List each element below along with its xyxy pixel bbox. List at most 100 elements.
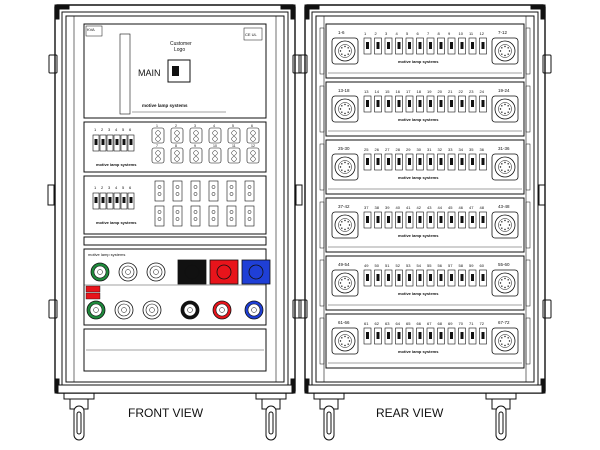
outlet-number: 1 [156, 124, 158, 128]
channel-number: 66 [417, 321, 422, 326]
connector-pin [97, 269, 103, 275]
outlet-number: 8 [175, 144, 177, 148]
outlet-socket [155, 156, 161, 162]
powerlock-connector-black[interactable] [177, 259, 207, 285]
socket-module[interactable] [226, 205, 237, 227]
channel-number: 18 [417, 89, 422, 94]
connector-range-label: 25-30 [338, 146, 350, 151]
rack-ear [319, 27, 325, 75]
socket-module[interactable] [208, 180, 219, 202]
breaker-toggle [397, 216, 401, 223]
socket-module[interactable] [244, 180, 255, 202]
rear-brand-text: motive lamp systems [398, 349, 439, 354]
socapex-connector-right[interactable] [491, 327, 519, 355]
channel-number: 69 [448, 321, 453, 326]
connector-pin [344, 335, 346, 338]
breaker-toggle [129, 197, 133, 203]
socket-module[interactable] [172, 205, 183, 227]
rear-panel [325, 139, 525, 195]
rear-panel [325, 23, 525, 79]
connector-pin [344, 228, 346, 231]
socket-module[interactable] [190, 180, 201, 202]
connector-pin [347, 169, 349, 171]
socapex-connector-right[interactable] [491, 269, 519, 297]
breaker-toggle [439, 216, 443, 223]
breaker-toggle [108, 139, 112, 145]
channel-number: 16 [396, 89, 401, 94]
connector-pin [187, 307, 193, 313]
channel-number: 29 [406, 147, 411, 152]
breaker-toggle [408, 158, 411, 165]
breaker-toggle [450, 100, 453, 107]
socapex-connector-right[interactable] [491, 153, 519, 181]
connector-face [494, 214, 516, 236]
breaker-toggle [481, 332, 485, 339]
outlet-number: 3 [194, 124, 196, 128]
circuit-number-label: 6 [129, 127, 132, 132]
connector-pin [341, 169, 343, 171]
outlet-socket [174, 156, 180, 162]
breaker-toggle [387, 216, 390, 223]
connector-face [494, 330, 516, 352]
socapex-connector-right[interactable] [491, 37, 519, 65]
connector-face [149, 265, 163, 279]
connector-pin [507, 163, 509, 165]
breaker-toggle [366, 216, 369, 223]
socket-module[interactable] [154, 180, 165, 202]
connector-pin [504, 219, 506, 222]
connector-pin [508, 108, 511, 110]
connector-face [216, 264, 232, 280]
powerlock-connector-blue[interactable] [241, 259, 271, 285]
breaker-toggle [101, 139, 105, 145]
connector-pin [348, 50, 351, 52]
channel-number: 3 [385, 31, 388, 36]
outlet-socket [250, 156, 256, 162]
connector-pin [504, 103, 506, 106]
connector-range-label: 61-66 [338, 320, 350, 325]
channel-number: 71 [469, 321, 474, 326]
connector-pin [344, 161, 346, 164]
socapex-connector-right[interactable] [491, 211, 519, 239]
front-casters [63, 392, 287, 441]
socket-module[interactable] [172, 180, 183, 202]
socapex-connector-left[interactable] [331, 153, 359, 181]
socapex-connector-right[interactable] [491, 95, 519, 123]
connector-pin [499, 108, 502, 110]
socapex-connector-left[interactable] [331, 269, 359, 297]
connector-face [334, 214, 356, 236]
connector-pin [501, 221, 503, 223]
socket-module[interactable] [208, 205, 219, 227]
socapex-connector-left[interactable] [331, 327, 359, 355]
rack-ear [319, 85, 325, 133]
connector-face [117, 303, 131, 317]
channel-number: 43 [427, 205, 432, 210]
rear-brand-text: motive lamp systems [398, 233, 439, 238]
customer-logo-line2: Logo [174, 47, 185, 53]
socapex-connector-left[interactable] [331, 37, 359, 65]
socapex-connector-left[interactable] [331, 95, 359, 123]
socket-module[interactable] [244, 205, 255, 227]
socket-module[interactable] [190, 205, 201, 227]
breaker-toggle [418, 100, 422, 107]
rear-casters [313, 392, 517, 441]
connector-pin [344, 170, 346, 173]
socket-module[interactable] [154, 205, 165, 227]
channel-number: 22 [459, 89, 464, 94]
connector-pin [507, 111, 509, 113]
channel-number: 39 [385, 205, 390, 210]
connector-range-label: 67-72 [498, 320, 510, 325]
connector-face [145, 303, 159, 317]
channel-number: 36 [480, 147, 485, 152]
socket-module[interactable] [226, 180, 237, 202]
rear-panel [325, 81, 525, 137]
connector-face [121, 265, 135, 279]
channel-number: 51 [385, 263, 390, 268]
powerlock-connector-red[interactable] [209, 259, 239, 285]
socapex-connector-left[interactable] [331, 211, 359, 239]
socket-hole [229, 210, 234, 214]
connector-pin [341, 343, 343, 345]
channel-number: 9 [448, 31, 451, 36]
